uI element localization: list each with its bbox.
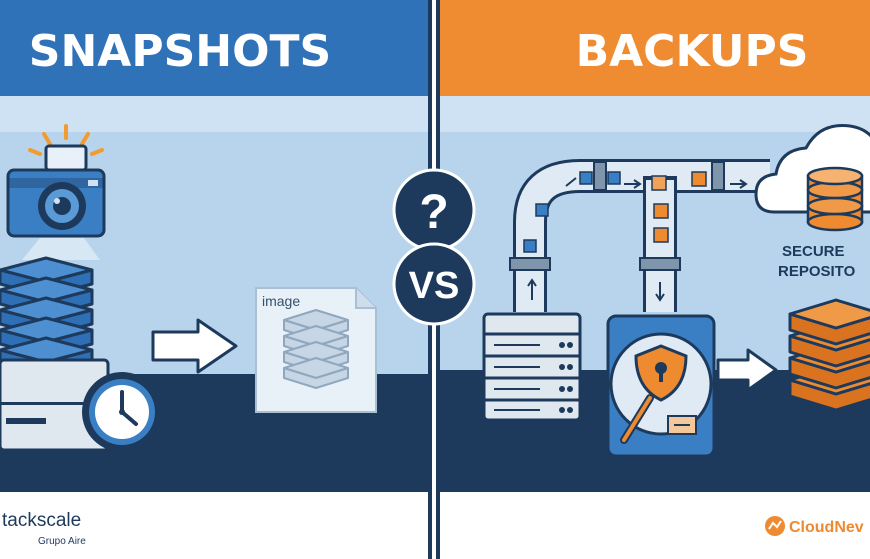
snapshots-band-top [0, 96, 428, 132]
database-icon [806, 166, 864, 232]
snapshots-title: SNAPSHOTS [29, 26, 331, 77]
shield-lock-icon [634, 344, 688, 402]
center-vs-badge: ? VS [392, 168, 476, 326]
backup-right-arrow-icon [716, 348, 778, 392]
backups-band-top [440, 96, 870, 132]
backups-header [440, 0, 870, 96]
snapshots-caption-line2: Fast, Local [258, 459, 341, 478]
ghost-server-stack-icon [283, 309, 349, 389]
flow-arrow-icons [527, 177, 748, 302]
backups-title: BACKUPS [576, 26, 809, 77]
secure-repository-line1: SECURE [782, 243, 845, 260]
image-label: image [262, 293, 300, 309]
orange-server-stack-icon [788, 298, 870, 412]
snapshots-footer [0, 492, 428, 559]
backups-panel: BACKUPS [440, 0, 870, 559]
stackscale-logo: tackscale [2, 510, 81, 531]
stackscale-logo-subtext: Grupo Aire [38, 536, 86, 547]
backups-footer [440, 492, 870, 559]
data-block-icons [523, 171, 707, 253]
cloudnews-logo: CloudNev [765, 516, 864, 536]
snapshots-caption-line1: Point-in-time Copy [245, 433, 385, 452]
rack-server-icon [482, 312, 582, 422]
cloudnews-logo-text: CloudNev [789, 519, 864, 536]
right-arrow-icon [151, 318, 238, 374]
secure-repository-line2: REPOSITO [778, 263, 856, 280]
vs-label: VS [409, 265, 460, 307]
snapshots-panel: SNAPSHOTS [0, 0, 428, 559]
clock-icon [82, 372, 162, 452]
server-stack-icon [0, 256, 94, 378]
camera-icon [6, 124, 106, 238]
vs-circle [392, 242, 476, 326]
question-mark-icon: ? [419, 186, 448, 239]
backups-caption-line2: Disaster Reco [760, 459, 867, 478]
snapshots-header [0, 0, 428, 96]
light-beam [22, 238, 100, 260]
server-base-icon [0, 358, 110, 452]
backups-caption-line1: Independent [760, 433, 855, 452]
